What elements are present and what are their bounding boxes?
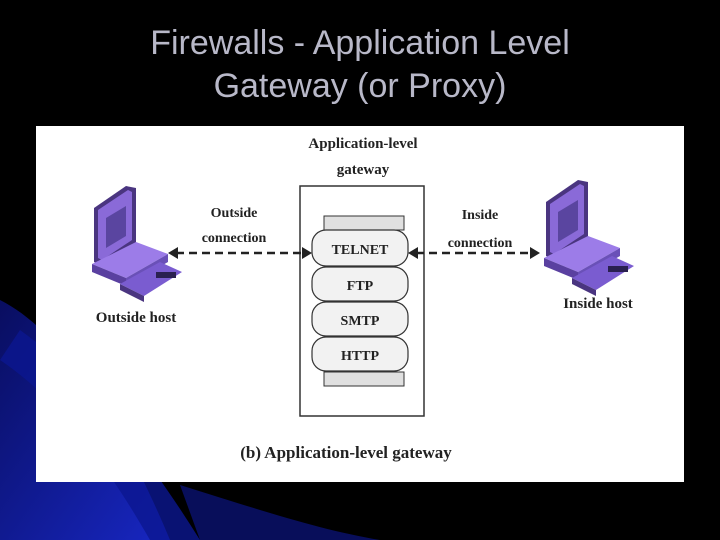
inside-connection-arrowhead-left (408, 247, 418, 259)
inside-host-label: Inside host (563, 296, 633, 312)
protocol-telnet: TELNET (311, 229, 409, 267)
outside-connection-label-line1: Outside (211, 206, 258, 221)
slide-title: Firewalls - Application Level Gateway (o… (0, 22, 720, 108)
diagram-caption: (b) Application-level gateway (240, 443, 452, 462)
protocol-label: SMTP (341, 314, 380, 329)
protocol-http: HTTP (311, 336, 409, 372)
protocol-label: FTP (347, 279, 374, 294)
outside-connection-label-line2: connection (202, 231, 267, 246)
outside-host-computer-icon (92, 186, 182, 302)
diagram-figure: Application-level gateway TELNET FTP SMT… (36, 126, 684, 482)
gateway-label-line2: gateway (337, 162, 390, 178)
protocol-stack-top-cap (323, 215, 405, 231)
title-line-2: Gateway (or Proxy) (213, 67, 507, 105)
protocol-ftp: FTP (311, 266, 409, 302)
inside-host-computer-icon (544, 180, 634, 296)
gateway-diagram: Application-level gateway TELNET FTP SMT… (92, 136, 634, 462)
outside-connection-arrowhead-left (168, 247, 178, 259)
outside-connection-arrowhead-right (302, 247, 312, 259)
protocol-smtp: SMTP (311, 301, 409, 337)
outside-host-label: Outside host (96, 310, 176, 326)
gateway-label-line1: Application-level (308, 136, 417, 152)
protocol-label: HTTP (341, 349, 380, 364)
title-line-1: Firewalls - Application Level (150, 24, 570, 62)
inside-connection-label-line1: Inside (462, 208, 499, 223)
inside-connection-label-line2: connection (448, 236, 513, 251)
protocol-stack-bottom-cap (323, 371, 405, 387)
protocol-label: TELNET (332, 243, 389, 258)
inside-connection-arrowhead-right (530, 247, 540, 259)
